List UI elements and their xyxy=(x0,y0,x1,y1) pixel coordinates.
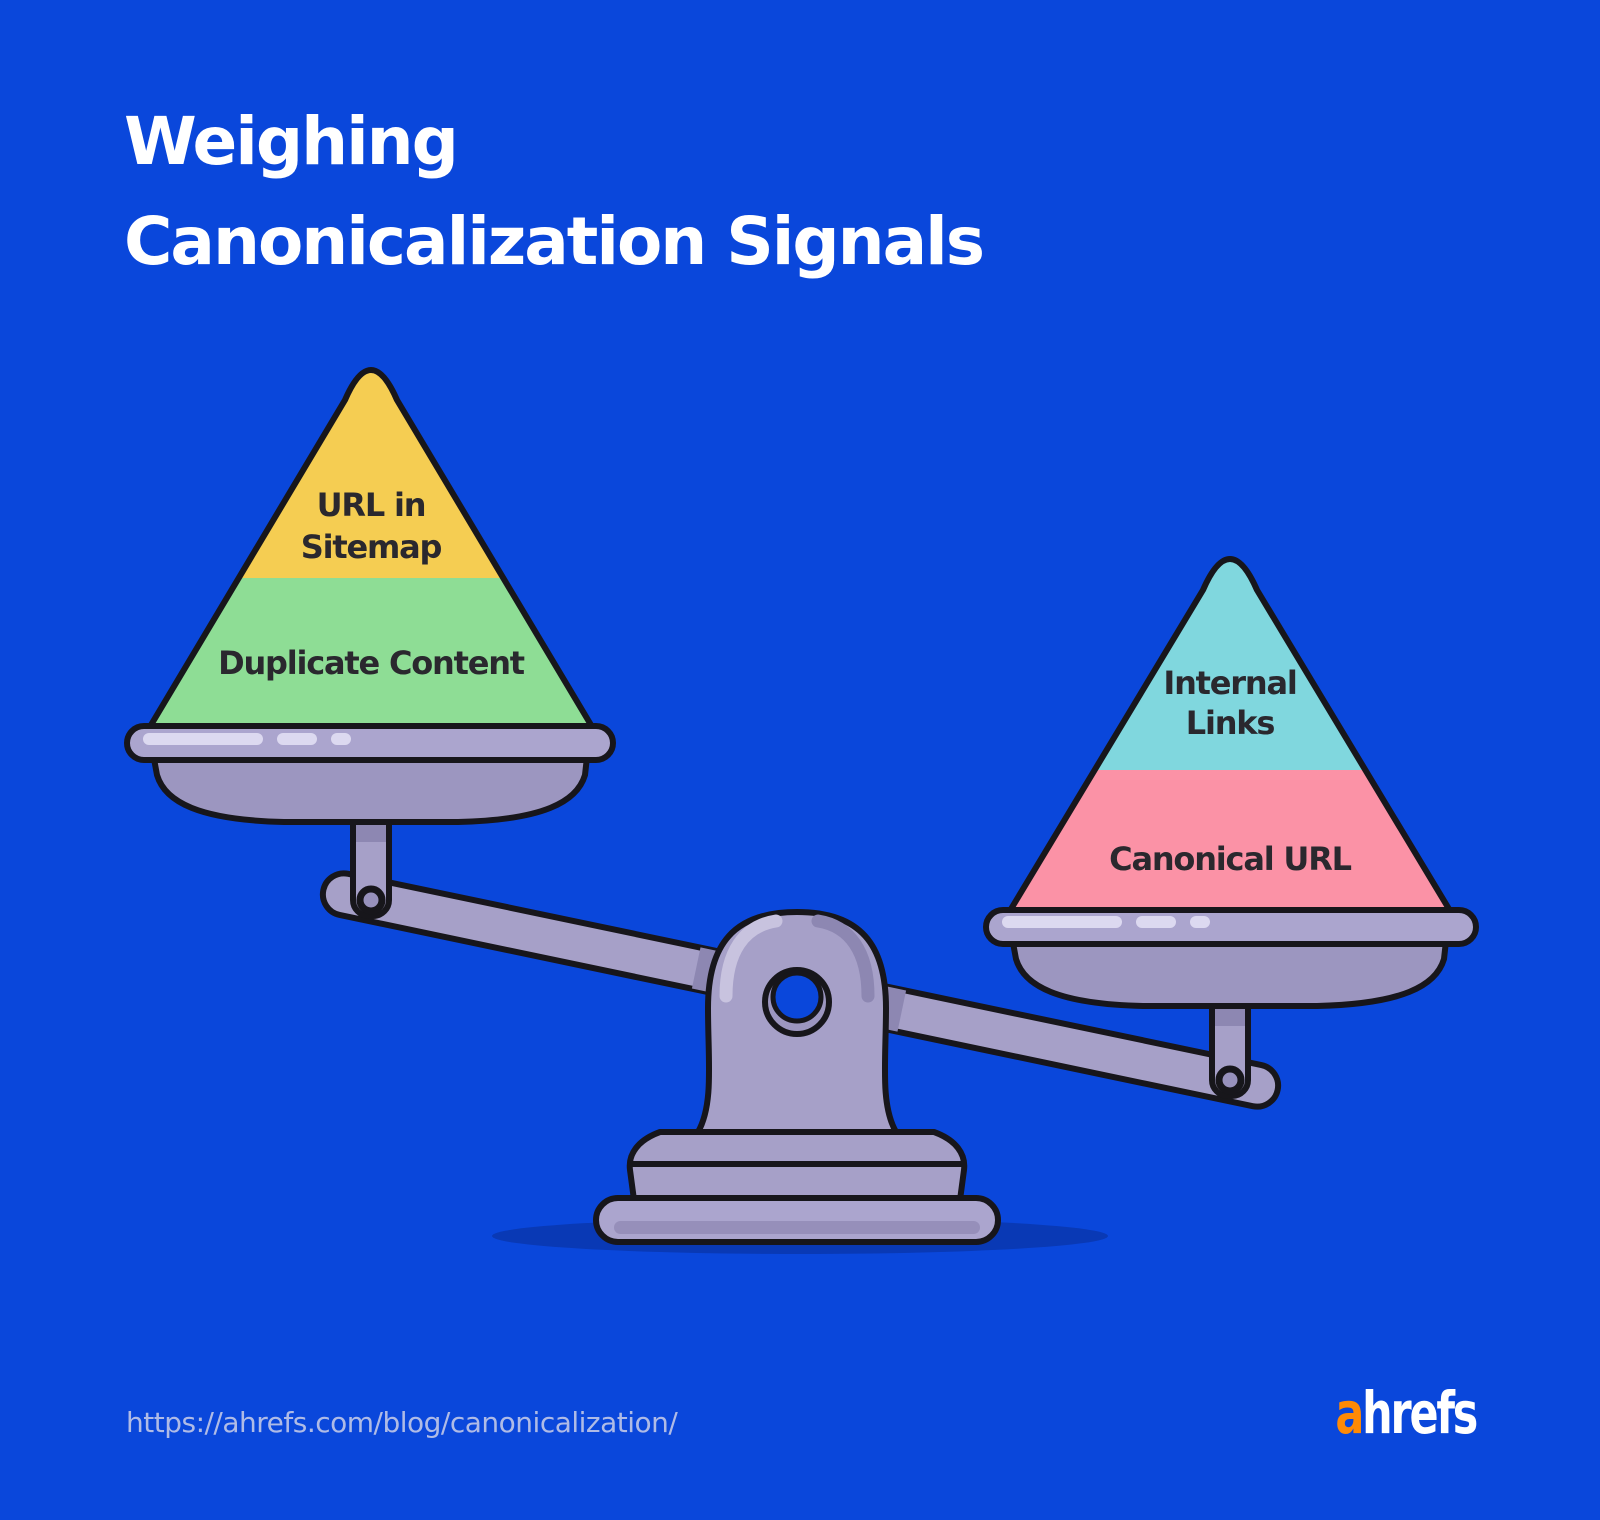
pan-highlight-streak xyxy=(143,733,263,745)
left-pyramid-outline xyxy=(145,367,597,733)
right-pan xyxy=(983,907,1479,1009)
right-pyramid-top-label-line2: Links xyxy=(1186,704,1275,742)
page-title: Weighing Canonicalization Signals xyxy=(124,92,985,292)
pan-highlight-streak xyxy=(1190,916,1210,928)
ahrefs-logo-hrefs: hrefs xyxy=(1362,1379,1478,1447)
pan-highlight-streak xyxy=(1136,916,1176,928)
fulcrum-dome-shade xyxy=(811,914,875,1003)
fulcrum-base-inner-shade xyxy=(614,1221,980,1234)
left-pan-bowl xyxy=(149,745,591,825)
left-pivot-ring xyxy=(356,885,386,915)
left-stem-shade xyxy=(356,822,386,842)
left-pyramid-top-label-line1: URL in xyxy=(317,486,426,524)
fulcrum-dome-highlight xyxy=(719,914,783,1003)
pan-highlight-streak xyxy=(331,733,351,745)
right-pyramid-outline xyxy=(1005,556,1455,917)
fulcrum xyxy=(593,909,1001,1245)
fulcrum-base xyxy=(593,1195,1001,1245)
ahrefs-logo: ahrefs xyxy=(1335,1384,1478,1442)
pan-highlight-streak xyxy=(277,733,317,745)
page-title-line2: Canonicalization Signals xyxy=(124,203,985,280)
right-stem-shade xyxy=(1215,1006,1245,1026)
fulcrum-hole xyxy=(770,970,824,1024)
ahrefs-logo-a: a xyxy=(1335,1379,1364,1447)
right-pyramid-bottom-label: Canonical URL xyxy=(1109,840,1351,878)
left-pyramid-bottom-label: Duplicate Content xyxy=(218,644,525,682)
source-url: https://ahrefs.com/blog/canonicalization… xyxy=(126,1406,678,1439)
right-pivot-ring xyxy=(1215,1065,1245,1095)
right-pyramid-top-label-line1: Internal xyxy=(1163,664,1296,702)
left-pan xyxy=(124,723,616,825)
page-title-line1: Weighing xyxy=(124,103,459,180)
right-pan-bowl xyxy=(1008,929,1450,1009)
pan-highlight-streak xyxy=(1002,916,1122,928)
left-pyramid-top-label-line2: Sitemap xyxy=(301,528,442,566)
